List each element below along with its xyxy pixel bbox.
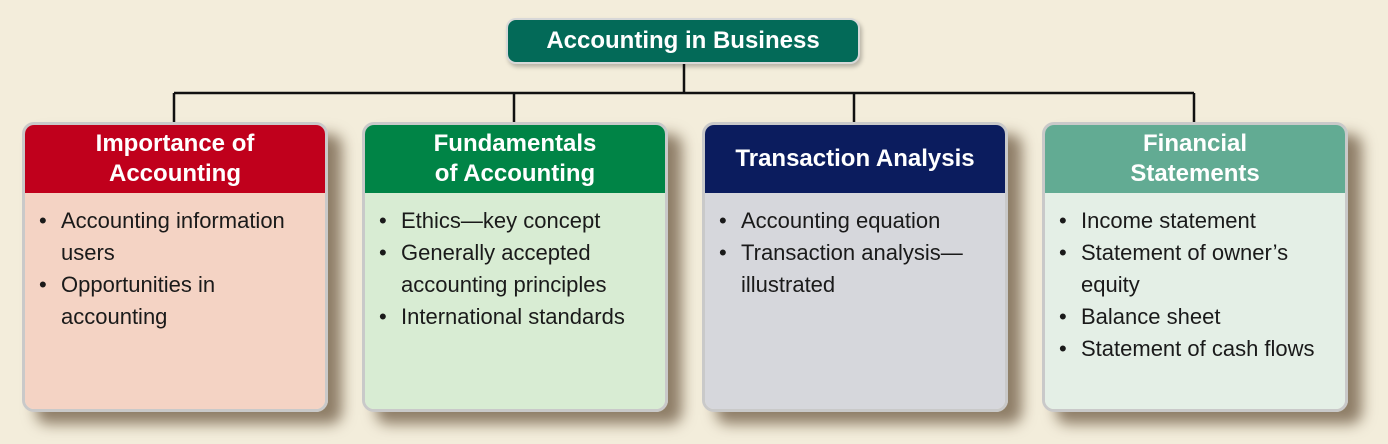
list-item-text: Income statement: [1081, 208, 1256, 233]
root-node: Accounting in Business: [506, 18, 860, 64]
list-item: • Ethics—key concept: [375, 205, 655, 237]
list-item: • Accounting equation: [715, 205, 995, 237]
list-item-text: Accounting equation: [741, 208, 941, 233]
bullet-icon: •: [379, 304, 387, 329]
bullet-icon: •: [1059, 240, 1067, 265]
bullet-icon: •: [39, 208, 47, 233]
card-body: • Accounting information users • Opportuni…: [25, 193, 325, 409]
list-item: • International standards: [375, 301, 655, 333]
card-transaction-analysis: Transaction Analysis • Accounting equatio…: [702, 122, 1008, 412]
list-item-text: Balance sheet: [1081, 304, 1221, 329]
list-item: • Balance sheet: [1055, 301, 1335, 333]
list-item-text: Statement of owner’s equity: [1081, 240, 1289, 297]
list-item: • Income statement: [1055, 205, 1335, 237]
card-title: Transaction Analysis: [705, 125, 1005, 193]
card-title: Financial Statements: [1045, 125, 1345, 193]
bullet-icon: •: [39, 272, 47, 297]
list-item: • Transaction analysis—illustrated: [715, 237, 995, 301]
list-item: • Accounting information users: [35, 205, 315, 269]
card-importance-of-accounting: Importance of Accounting • Accounting inf…: [22, 122, 328, 412]
list-item-text: Statement of cash flows: [1081, 336, 1315, 361]
list-item: • Opportunities in accounting: [35, 269, 315, 333]
card-financial-statements: Financial Statements • Income statement •…: [1042, 122, 1348, 412]
list-item-text: International standards: [401, 304, 625, 329]
bullet-icon: •: [379, 208, 387, 233]
card-fundamentals-of-accounting: Fundamentals of Accounting • Ethics—key c…: [362, 122, 668, 412]
bullet-icon: •: [719, 240, 727, 265]
card-body: • Accounting equation • Transaction analys…: [705, 193, 1005, 409]
card-title: Fundamentals of Accounting: [365, 125, 665, 193]
bullet-icon: •: [379, 240, 387, 265]
bullet-icon: •: [719, 208, 727, 233]
list-item-text: Transaction analysis—illustrated: [741, 240, 963, 297]
bullet-icon: •: [1059, 336, 1067, 361]
list-item-text: Generally accepted accounting principles: [401, 240, 607, 297]
list-item: • Generally accepted accounting principle…: [375, 237, 655, 301]
card-body: • Ethics—key concept • Generally accepted …: [365, 193, 665, 409]
root-title: Accounting in Business: [546, 27, 820, 54]
list-item: • Statement of owner’s equity: [1055, 237, 1335, 301]
list-item-text: Opportunities in accounting: [61, 272, 216, 329]
list-item-text: Ethics—key concept: [401, 208, 601, 233]
list-item: • Statement of cash flows: [1055, 333, 1335, 365]
list-item-text: Accounting information users: [61, 208, 285, 265]
card-title: Importance of Accounting: [25, 125, 325, 193]
card-body: • Income statement • Statement of owner’s …: [1045, 193, 1345, 409]
bullet-icon: •: [1059, 304, 1067, 329]
bullet-icon: •: [1059, 208, 1067, 233]
